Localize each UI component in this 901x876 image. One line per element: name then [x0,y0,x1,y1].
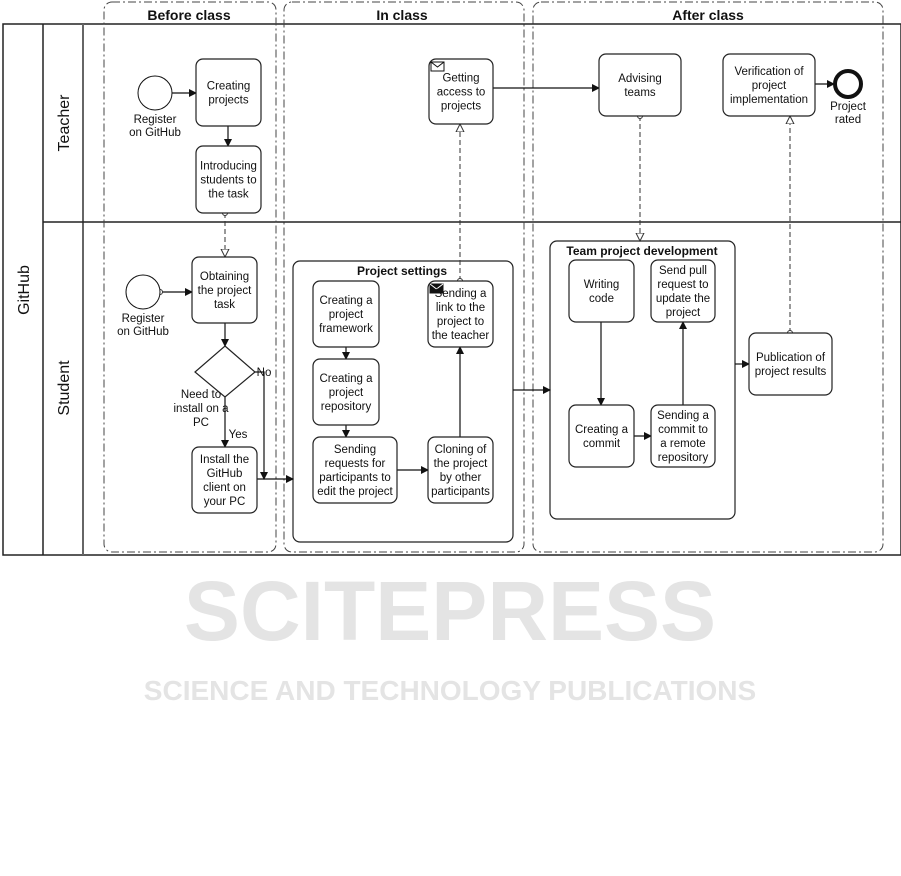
watermark-subtitle: SCIENCE AND TECHNOLOGY PUBLICATIONS [144,675,756,706]
watermark-title: SCITEPRESS [184,564,716,658]
message-flows [225,116,790,333]
pool: GitHub Teacher Student [2,23,901,556]
phase-after-class: After class [672,7,744,23]
gateway-yes-label: Yes [229,429,248,441]
start-event-teacher[interactable] [137,75,173,111]
subprocess-title: Team project development [566,244,717,258]
lane-student-label: Student [56,360,73,416]
subprocess-title: Project settings [357,264,447,278]
sequence-flows [157,80,835,483]
end-event[interactable] [833,69,863,99]
phase-groups: Before class In class After class [103,1,884,553]
phase-before-class: Before class [147,7,230,23]
envelope-icon [430,61,445,72]
pool-label: GitHub [16,265,33,315]
lane-teacher-label: Teacher [56,94,73,152]
watermark: SCITEPRESS SCIENCE AND TECHNOLOGY PUBLIC… [144,564,756,706]
gateway-install-needed[interactable] [194,345,256,398]
start-event-student[interactable] [125,274,161,310]
phase-in-class: In class [376,7,428,23]
gateway-no-label: No [257,367,272,379]
envelope-icon [429,283,444,294]
